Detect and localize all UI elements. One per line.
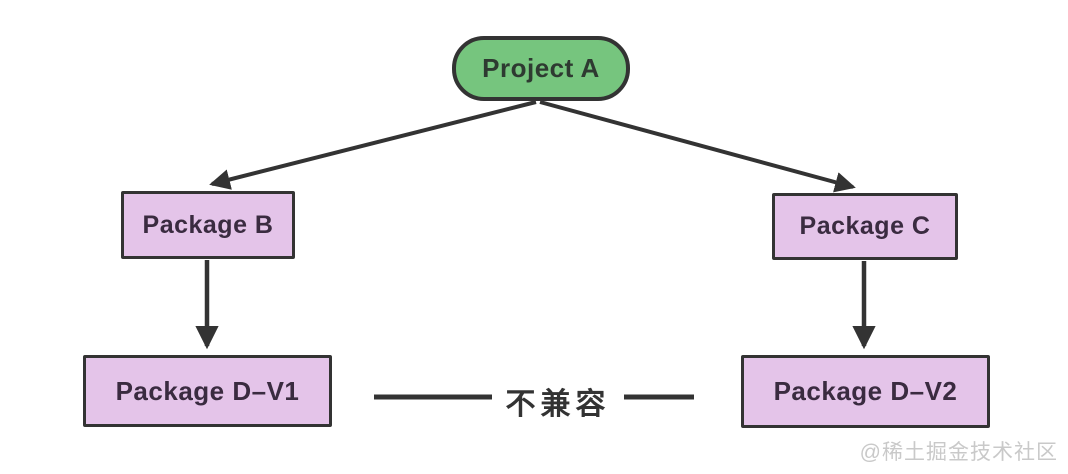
- node-project-a-label: Project A: [482, 53, 600, 83]
- edge-projectA-packageC: [539, 100, 856, 193]
- node-package-c: Package C: [772, 193, 958, 260]
- node-package-d-v1-label: Package D–V1: [115, 375, 300, 406]
- incompatible-label: 不兼容: [505, 388, 611, 421]
- edge-projectA-packageB: [209, 100, 537, 190]
- node-project-a: Project A: [452, 36, 630, 101]
- node-package-d-v1: Package D–V1: [83, 355, 332, 427]
- node-package-c-label: Package C: [799, 212, 931, 240]
- watermark-text: @稀土掘金技术社区: [859, 441, 1058, 464]
- node-package-b-label: Package B: [142, 210, 274, 239]
- node-package-b: Package B: [121, 191, 295, 259]
- node-package-d-v2: Package D–V2: [741, 355, 990, 428]
- node-package-d-v2-label: Package D–V2: [773, 376, 958, 406]
